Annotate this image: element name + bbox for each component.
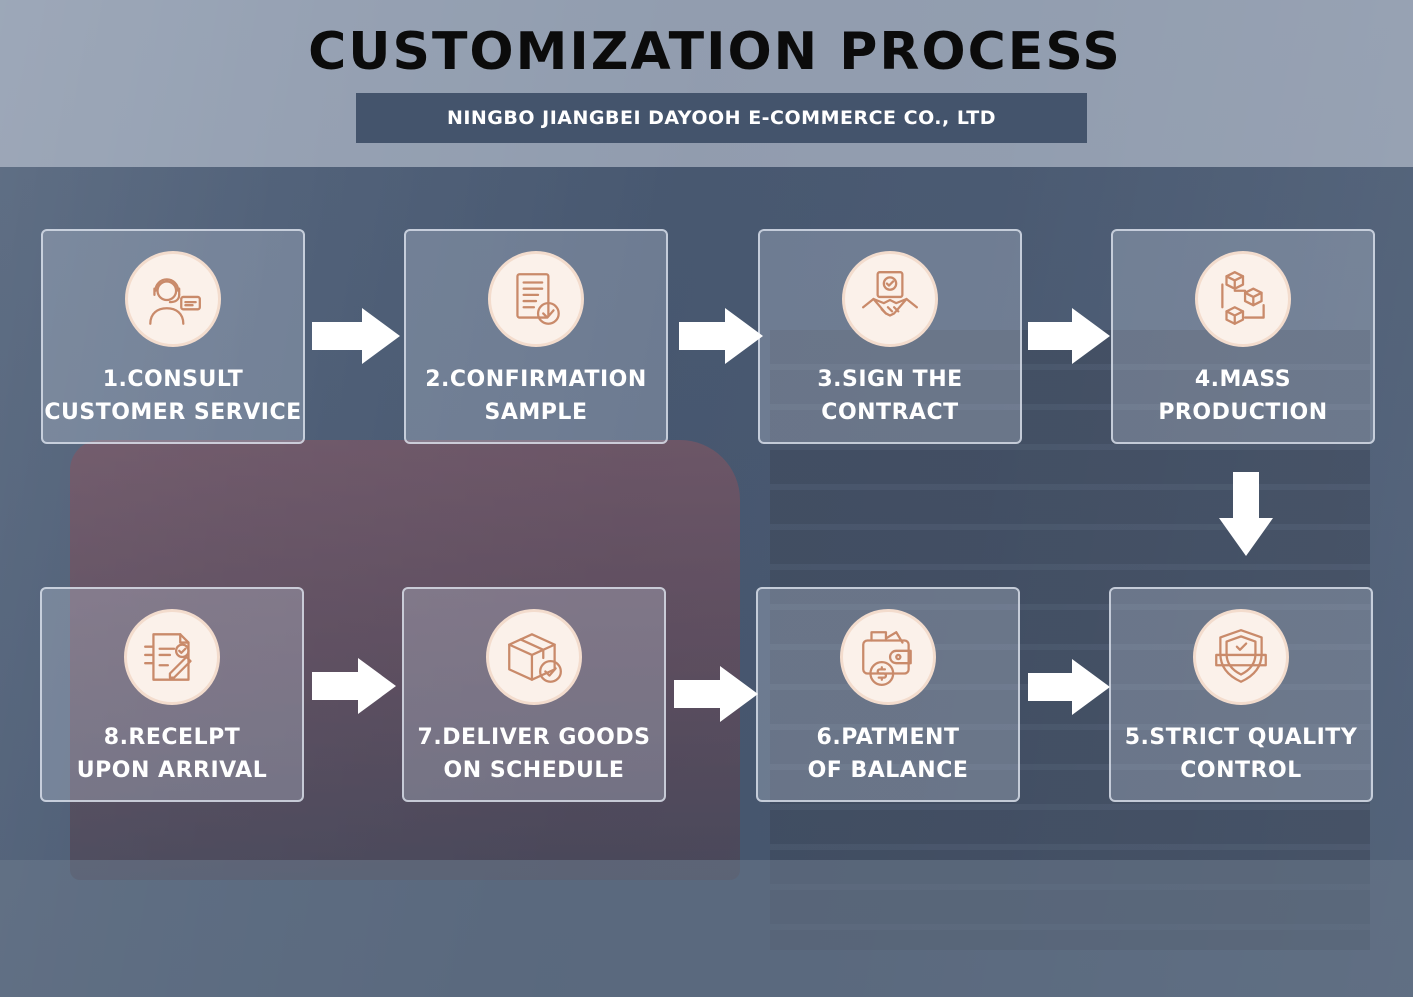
step-label-2: 2.CONFIRMATION SAMPLE	[406, 363, 666, 429]
step-3-line-1: 3.SIGN THE	[817, 367, 963, 392]
step-5-line-2: CONTROL	[1180, 758, 1302, 783]
step-label-5: 5.STRICT QUALITY CONTROL	[1111, 721, 1371, 787]
step-card-8: 8.RECELPT UPON ARRIVAL	[40, 587, 304, 802]
arrow-right-icon	[312, 658, 396, 714]
arrow-down-icon	[1219, 472, 1273, 556]
step-1-line-1: 1.CONSULT	[102, 367, 244, 392]
customer-service-icon	[125, 251, 221, 347]
arrow-right-icon	[312, 308, 400, 364]
step-6-line-1: 6.PATMENT	[816, 725, 960, 750]
production-blocks-icon	[1195, 251, 1291, 347]
step-4-line-2: PRODUCTION	[1158, 400, 1328, 425]
step-card-1: 1.CONSULT CUSTOMER SERVICE	[41, 229, 305, 444]
step-6-line-2: OF BALANCE	[807, 758, 969, 783]
company-name-banner: NINGBO JIANGBEI DAYOOH E-COMMERCE CO., L…	[356, 93, 1087, 143]
step-8-line-2: UPON ARRIVAL	[76, 758, 268, 783]
receipt-signing-icon	[124, 609, 220, 705]
document-check-icon	[488, 251, 584, 347]
step-card-2: 2.CONFIRMATION SAMPLE	[404, 229, 668, 444]
arrow-right-icon	[1028, 659, 1110, 715]
step-7-line-1: 7.DELIVER GOODS	[417, 725, 651, 750]
page-title: CUSTOMIZATION PROCESS	[308, 22, 1122, 82]
step-1-line-2: CUSTOMER SERVICE	[44, 400, 302, 425]
arrow-right-icon	[1028, 308, 1110, 364]
step-card-3: 3.SIGN THE CONTRACT	[758, 229, 1022, 444]
step-card-7: 7.DELIVER GOODS ON SCHEDULE	[402, 587, 666, 802]
step-label-6: 6.PATMENT OF BALANCE	[758, 721, 1018, 787]
step-card-6: 6.PATMENT OF BALANCE	[756, 587, 1020, 802]
step-card-4: 4.MASS PRODUCTION	[1111, 229, 1375, 444]
step-2-line-2: SAMPLE	[484, 400, 588, 425]
step-3-line-2: CONTRACT	[821, 400, 959, 425]
step-label-3: 3.SIGN THE CONTRACT	[760, 363, 1020, 429]
arrow-right-icon	[679, 308, 763, 364]
arrow-right-icon	[674, 666, 758, 722]
step-label-7: 7.DELIVER GOODS ON SCHEDULE	[404, 721, 664, 787]
step-label-1: 1.CONSULT CUSTOMER SERVICE	[43, 363, 303, 429]
package-delivery-icon	[486, 609, 582, 705]
step-7-line-2: ON SCHEDULE	[443, 758, 625, 783]
quality-shield-icon	[1193, 609, 1289, 705]
step-8-line-1: 8.RECELPT	[103, 725, 241, 750]
step-4-line-1: 4.MASS	[1194, 367, 1292, 392]
handshake-contract-icon	[842, 251, 938, 347]
company-name: NINGBO JIANGBEI DAYOOH E-COMMERCE CO., L…	[446, 107, 997, 129]
step-5-line-1: 5.STRICT QUALITY	[1124, 725, 1358, 750]
background-floor	[0, 860, 1413, 997]
step-label-4: 4.MASS PRODUCTION	[1113, 363, 1373, 429]
step-label-8: 8.RECELPT UPON ARRIVAL	[42, 721, 302, 787]
wallet-payment-icon	[840, 609, 936, 705]
step-card-5: 5.STRICT QUALITY CONTROL	[1109, 587, 1373, 802]
step-2-line-1: 2.CONFIRMATION	[425, 367, 647, 392]
